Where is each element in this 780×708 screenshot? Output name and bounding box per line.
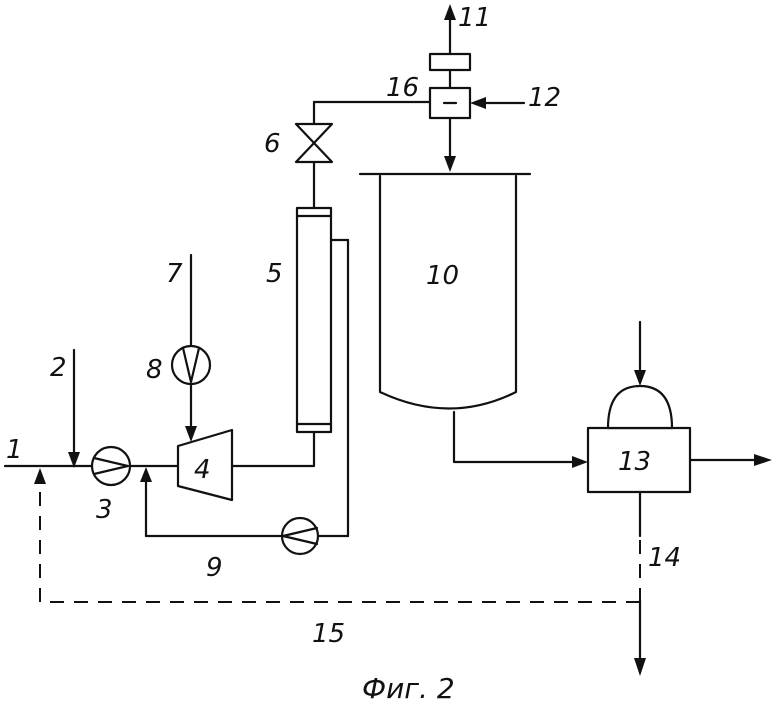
stream-2-line (68, 348, 80, 468)
label-4: 4 (194, 455, 211, 485)
return-15-line (34, 468, 640, 603)
stream-12-line (470, 97, 526, 109)
label-3: 3 (96, 495, 113, 525)
outlet-13-line (688, 454, 772, 466)
line-10-to-13 (452, 410, 588, 468)
pump-9 (280, 516, 320, 556)
figure-caption: Фиг. 2 (362, 672, 455, 705)
label-16: 16 (386, 73, 419, 103)
label-13: 13 (618, 447, 651, 477)
vessel-10 (358, 172, 532, 410)
unit-16 (428, 86, 472, 120)
label-8: 8 (146, 355, 163, 385)
label-12: 12 (528, 83, 561, 113)
line-4-to-5 (230, 430, 316, 468)
unit-13 (586, 384, 692, 494)
pump-3 (90, 445, 132, 487)
top-feed-13-line (634, 320, 646, 386)
label-10: 10 (426, 261, 459, 291)
label-14: 14 (648, 543, 681, 573)
label-2: 2 (50, 353, 67, 383)
label-11: 11 (458, 3, 491, 33)
unit-above-16 (428, 52, 472, 90)
stream-14-line (634, 490, 646, 676)
line-5-to-16 (312, 100, 432, 210)
label-6: 6 (264, 129, 281, 159)
label-9: 9 (206, 553, 223, 583)
line-16-to-10 (444, 116, 456, 172)
column-5 (295, 206, 350, 434)
label-5: 5 (266, 259, 283, 289)
recycle-9-line (140, 238, 350, 538)
stream-7-line (185, 253, 197, 442)
valve-6 (294, 122, 334, 164)
compressor-4 (176, 428, 234, 502)
label-7: 7 (166, 259, 183, 289)
stream-11-line (444, 4, 456, 56)
label-15: 15 (312, 619, 345, 649)
label-1: 1 (6, 435, 23, 465)
pump-8 (170, 344, 212, 386)
